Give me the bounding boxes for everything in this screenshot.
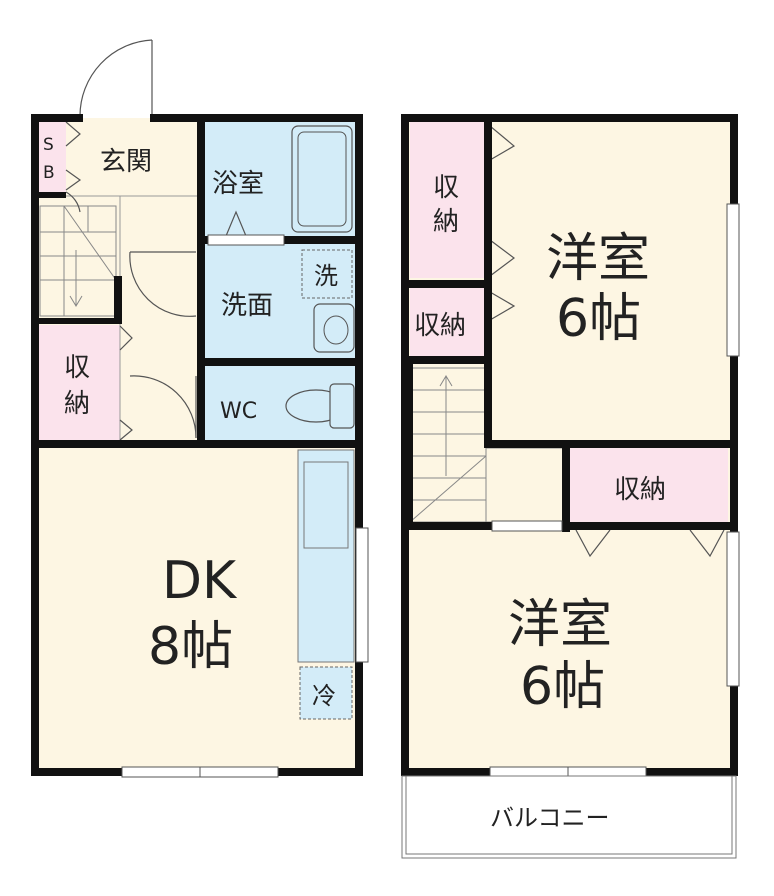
storage-mid-label: 収納 bbox=[414, 311, 466, 341]
upper-room-size: 6帖 bbox=[556, 289, 641, 349]
balcony-label: バルコニー bbox=[490, 804, 610, 832]
storage-left-label-1: 収 bbox=[64, 353, 90, 383]
sb-b-label: B bbox=[43, 163, 55, 183]
sink bbox=[303, 461, 349, 549]
washroom-label: 洗面 bbox=[221, 291, 273, 321]
storage-top-area bbox=[410, 122, 484, 278]
storage-right-label: 収納 bbox=[614, 475, 666, 505]
upper-room-title: 洋室 bbox=[546, 229, 650, 289]
storage-mid-area bbox=[410, 288, 484, 358]
washer-label: 洗 bbox=[314, 262, 338, 290]
wc-label: WC bbox=[220, 399, 257, 424]
door-swings-floor2 bbox=[489, 125, 725, 558]
dk-size: 8帖 bbox=[148, 617, 233, 677]
bathtub bbox=[291, 125, 353, 233]
fridge-label: 冷 bbox=[312, 682, 336, 710]
fridge-space bbox=[299, 666, 353, 720]
sb-s-label: S bbox=[43, 135, 54, 155]
bath-label: 浴室 bbox=[212, 169, 264, 199]
lower-room-size: 6帖 bbox=[520, 657, 605, 717]
storage-right-area bbox=[570, 448, 728, 522]
walls-floor2 bbox=[401, 114, 738, 776]
lower-room-title: 洋室 bbox=[508, 595, 612, 655]
washer-space bbox=[301, 249, 353, 299]
storage-left-area bbox=[38, 325, 120, 443]
balcony-area bbox=[401, 775, 737, 859]
entrance-label: 玄関 bbox=[100, 147, 152, 177]
storage-left-label-2: 納 bbox=[64, 389, 90, 419]
dk-title: DK bbox=[162, 551, 238, 611]
shoe-box-area bbox=[38, 122, 66, 192]
storage-top-label-2: 納 bbox=[433, 207, 459, 237]
storage-top-label-1: 収 bbox=[433, 173, 459, 203]
door-swings-floor1 bbox=[65, 39, 247, 441]
